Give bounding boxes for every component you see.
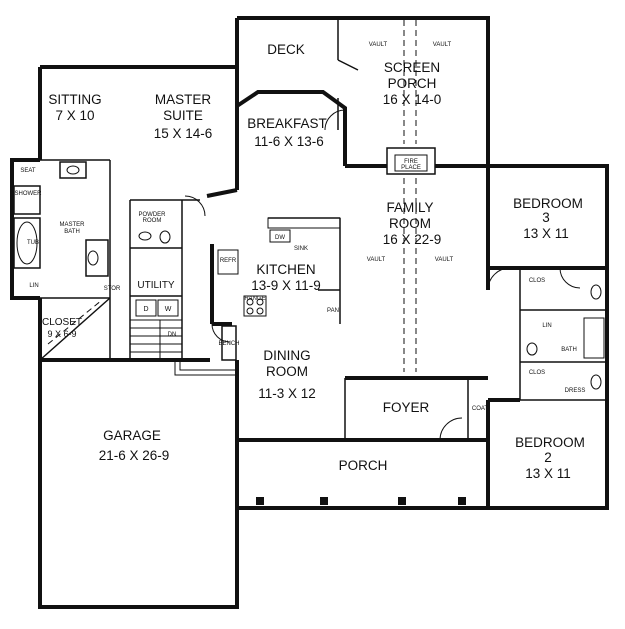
garage-label: GARAGE 21-6 X 26-9 xyxy=(99,428,170,463)
bedroom2-name-1: BEDROOM xyxy=(515,435,585,450)
master-suite-name-1: MASTER xyxy=(155,92,212,107)
screen-porch-dimensions: 16 X 14-0 xyxy=(383,92,442,107)
garage-name: GARAGE xyxy=(103,428,161,443)
stairs xyxy=(130,319,182,360)
lin-label: LIN xyxy=(29,283,38,289)
family-room-label: FAMILY ROOM 16 X 22-9 xyxy=(383,200,442,247)
dining-room-name-2: ROOM xyxy=(266,364,308,379)
bedroom2-dimensions: 13 X 11 xyxy=(525,466,571,481)
clos-label-2: CLOS xyxy=(529,370,545,376)
screen-porch-name-1: SCREEN xyxy=(384,60,440,75)
breakfast-name: BREAKFAST xyxy=(247,116,327,131)
breakfast-dimensions: 11-6 X 13-6 xyxy=(254,134,324,149)
clos-label-1: CLOS xyxy=(529,278,545,284)
fireplace-label-1: FIRE xyxy=(404,159,418,165)
kitchen-dimensions: 13-9 X 11-9 xyxy=(251,278,321,293)
dryer-label: D xyxy=(143,306,148,313)
sitting-dimensions: 7 X 10 xyxy=(55,108,94,123)
kitchen-name: KITCHEN xyxy=(256,262,315,277)
master-bath-label-1: MASTER xyxy=(59,222,85,228)
sitting-name: SITTING xyxy=(48,92,101,107)
shower xyxy=(13,185,41,215)
dining-room-label: DINING ROOM 11-3 X 12 xyxy=(258,348,316,401)
bedroom3-name-1: BEDROOM xyxy=(513,196,583,211)
bedroom3-label: BEDROOM 3 13 X 11 xyxy=(513,196,583,241)
closet-label: CLOSET 9 X 6-9 xyxy=(42,317,82,339)
closet-dimensions: 9 X 6-9 xyxy=(47,329,76,339)
foyer-label: FOYER xyxy=(383,400,430,415)
master-bath-label-2: BATH xyxy=(64,229,80,235)
shower-label: SHOWER xyxy=(15,191,43,197)
foyer-name: FOYER xyxy=(383,400,430,415)
bathtub xyxy=(13,217,41,269)
porch-label: PORCH xyxy=(339,458,388,473)
washer-label: W xyxy=(165,306,172,313)
dw-label: DW xyxy=(275,235,285,241)
vault-label-2: VAULT xyxy=(433,42,452,48)
exterior-walls xyxy=(10,16,609,609)
dn-label: DN xyxy=(168,332,177,338)
refr-label: REFR xyxy=(220,258,237,264)
family-room-name-1: FAMILY xyxy=(386,200,433,215)
porch-columns xyxy=(256,497,466,505)
deck-name: DECK xyxy=(267,42,305,57)
screen-porch-name-2: PORCH xyxy=(388,76,437,91)
garage-dimensions: 21-6 X 26-9 xyxy=(99,448,170,463)
bedroom3-dimensions: 13 X 11 xyxy=(523,226,569,241)
bench-label: BENCH xyxy=(218,341,239,347)
breakfast-label: BREAKFAST 11-6 X 13-6 xyxy=(247,116,327,149)
screen-porch-label: SCREEN PORCH 16 X 14-0 xyxy=(383,60,442,107)
dining-room-dimensions: 11-3 X 12 xyxy=(258,386,316,401)
vault-label-3: VAULT xyxy=(367,257,386,263)
family-room-name-2: ROOM xyxy=(389,216,431,231)
tub-label: TUB xyxy=(27,240,39,246)
dresser-label: DRESS xyxy=(565,388,586,394)
bedroom3-name-2: 3 xyxy=(542,210,550,225)
seat-label: SEAT xyxy=(20,168,36,174)
master-suite-label: MASTER SUITE 15 X 14-6 xyxy=(154,92,213,141)
vault-label-1: VAULT xyxy=(369,42,388,48)
doors xyxy=(184,109,581,441)
fixtures xyxy=(13,161,605,390)
master-suite-dimensions: 15 X 14-6 xyxy=(154,126,213,141)
pan-label: PAN xyxy=(327,308,339,314)
vault-label-4: VAULT xyxy=(435,257,454,263)
dining-room-name-1: DINING xyxy=(263,348,310,363)
porch-name: PORCH xyxy=(339,458,388,473)
interior-walls xyxy=(39,18,607,440)
master-suite-name-2: SUITE xyxy=(163,108,203,123)
bath-label: BATH xyxy=(561,347,577,353)
family-room-dimensions: 16 X 22-9 xyxy=(383,232,442,247)
fireplace-label-2: PLACE xyxy=(401,165,421,171)
fixture-labels: SEAT SHOWER TUB LIN MASTER BATH POWDER R… xyxy=(15,42,586,412)
powder-room-label-2: ROOM xyxy=(143,218,162,224)
kitchen-label: KITCHEN 13-9 X 11-9 xyxy=(251,262,321,293)
sink-label: SINK xyxy=(294,246,308,252)
bedroom2-name-2: 2 xyxy=(544,450,552,465)
closet-name: CLOSET xyxy=(42,317,82,328)
stor-label: STOR xyxy=(104,286,121,292)
sitting-label: SITTING 7 X 10 xyxy=(48,92,101,123)
range-label: RANGE xyxy=(244,296,265,302)
deck-label: DECK xyxy=(267,42,305,57)
coat-label: COAT xyxy=(472,406,489,412)
utility-label: UTILITY xyxy=(137,280,175,291)
bedroom2-label: BEDROOM 2 13 X 11 xyxy=(515,435,585,481)
powder-room-label-1: POWDER xyxy=(139,212,167,218)
lin2-label: LIN xyxy=(542,323,551,329)
